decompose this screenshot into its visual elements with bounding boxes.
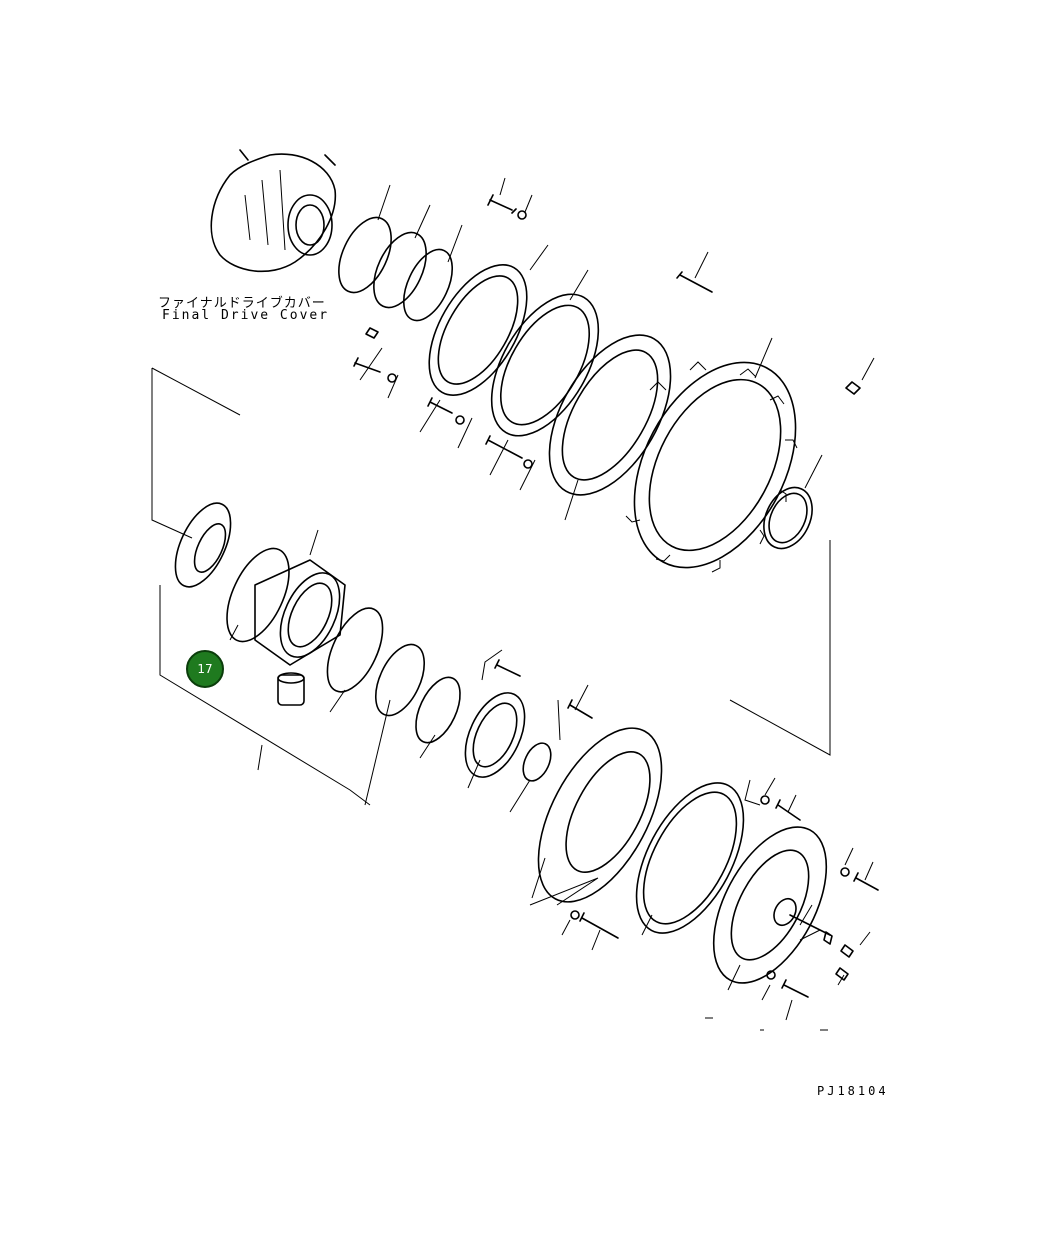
drive-housing-part [537,727,745,934]
final-drive-cover-part [210,149,337,273]
bolt-set-top [353,194,861,469]
bolt-set-bottom [570,795,879,998]
end-cover-part [712,826,833,984]
cover-label-english: Final Drive Cover [162,308,330,323]
planetary-carrier-part [174,502,552,782]
drawing-code: PJ18104 [817,1084,889,1098]
cover-label-japanese: ファイナルドライブカバー [158,296,326,311]
sprocket-part [625,361,798,573]
part-callout-17[interactable]: 17 [186,650,224,688]
seal-ring-set [428,264,672,496]
